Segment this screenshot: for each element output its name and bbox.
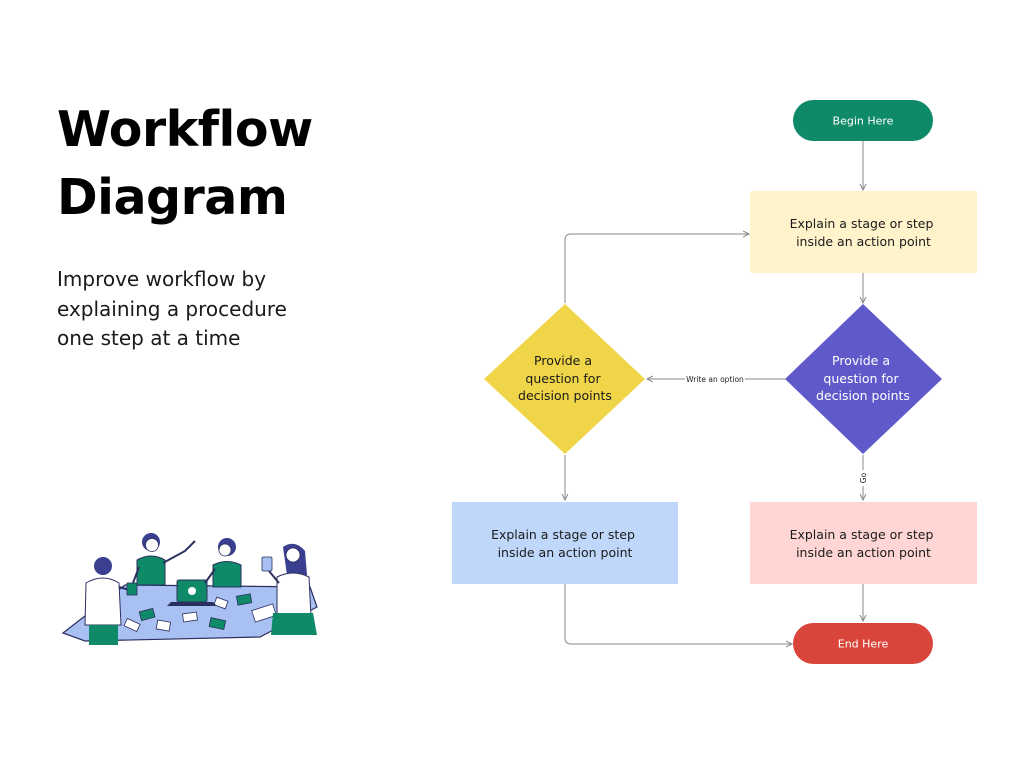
step-node-left-label: Explain a stage or step inside an action… bbox=[491, 527, 639, 560]
person-center-left bbox=[132, 533, 196, 586]
decision-node-right-label: Provide a question for decision points bbox=[816, 353, 910, 403]
label-line: Explain a stage or step bbox=[790, 216, 934, 231]
label-line: question for bbox=[823, 371, 899, 386]
step-node-top-label: Explain a stage or step inside an action… bbox=[790, 216, 938, 249]
step-node-right-label: Explain a stage or step inside an action… bbox=[790, 527, 938, 560]
edge-label-write-option: Write an option bbox=[686, 375, 744, 384]
label-line: inside an action point bbox=[796, 545, 931, 560]
title-line-1: Workflow bbox=[57, 101, 313, 158]
decision-node-right: Provide a question for decision points bbox=[785, 304, 942, 454]
papers-icon bbox=[123, 593, 277, 633]
start-node-label: Begin Here bbox=[833, 115, 894, 128]
label-line: decision points bbox=[816, 388, 910, 403]
decision-node-left-label: Provide a question for decision points bbox=[518, 353, 612, 403]
label-line: Provide a bbox=[534, 353, 592, 368]
decision-node-left: Provide a question for decision points bbox=[484, 304, 645, 454]
label-line: inside an action point bbox=[498, 545, 633, 560]
laptop-icon bbox=[167, 579, 217, 606]
edge-step-left-to-end bbox=[564, 584, 792, 644]
step-node-right: Explain a stage or step inside an action… bbox=[750, 502, 977, 584]
team-meeting-illustration bbox=[61, 533, 318, 645]
end-node: End Here bbox=[793, 623, 933, 664]
page-title: Workflow Diagram bbox=[57, 96, 313, 232]
start-node: Begin Here bbox=[793, 100, 933, 141]
label-line: Explain a stage or step bbox=[790, 527, 934, 542]
label-line: Provide a bbox=[832, 353, 890, 368]
title-line-2: Diagram bbox=[57, 169, 288, 226]
person-center-right bbox=[204, 538, 242, 588]
step-node-top: Explain a stage or step inside an action… bbox=[750, 191, 977, 273]
end-node-label: End Here bbox=[838, 638, 889, 651]
label-line: Explain a stage or step bbox=[491, 527, 635, 542]
page-subtitle: Improve workflow by explaining a procedu… bbox=[57, 267, 287, 350]
step-node-left: Explain a stage or step inside an action… bbox=[452, 502, 678, 584]
edge-label-go: Go bbox=[859, 472, 868, 483]
edge-label-bg bbox=[857, 470, 869, 486]
label-line: inside an action point bbox=[796, 234, 931, 249]
label-line: decision points bbox=[518, 388, 612, 403]
edge-decision-left-to-step-top bbox=[564, 234, 749, 303]
edge-label-bg bbox=[685, 373, 745, 385]
person-left bbox=[84, 557, 138, 645]
label-line: question for bbox=[525, 371, 601, 386]
person-right bbox=[261, 543, 317, 635]
